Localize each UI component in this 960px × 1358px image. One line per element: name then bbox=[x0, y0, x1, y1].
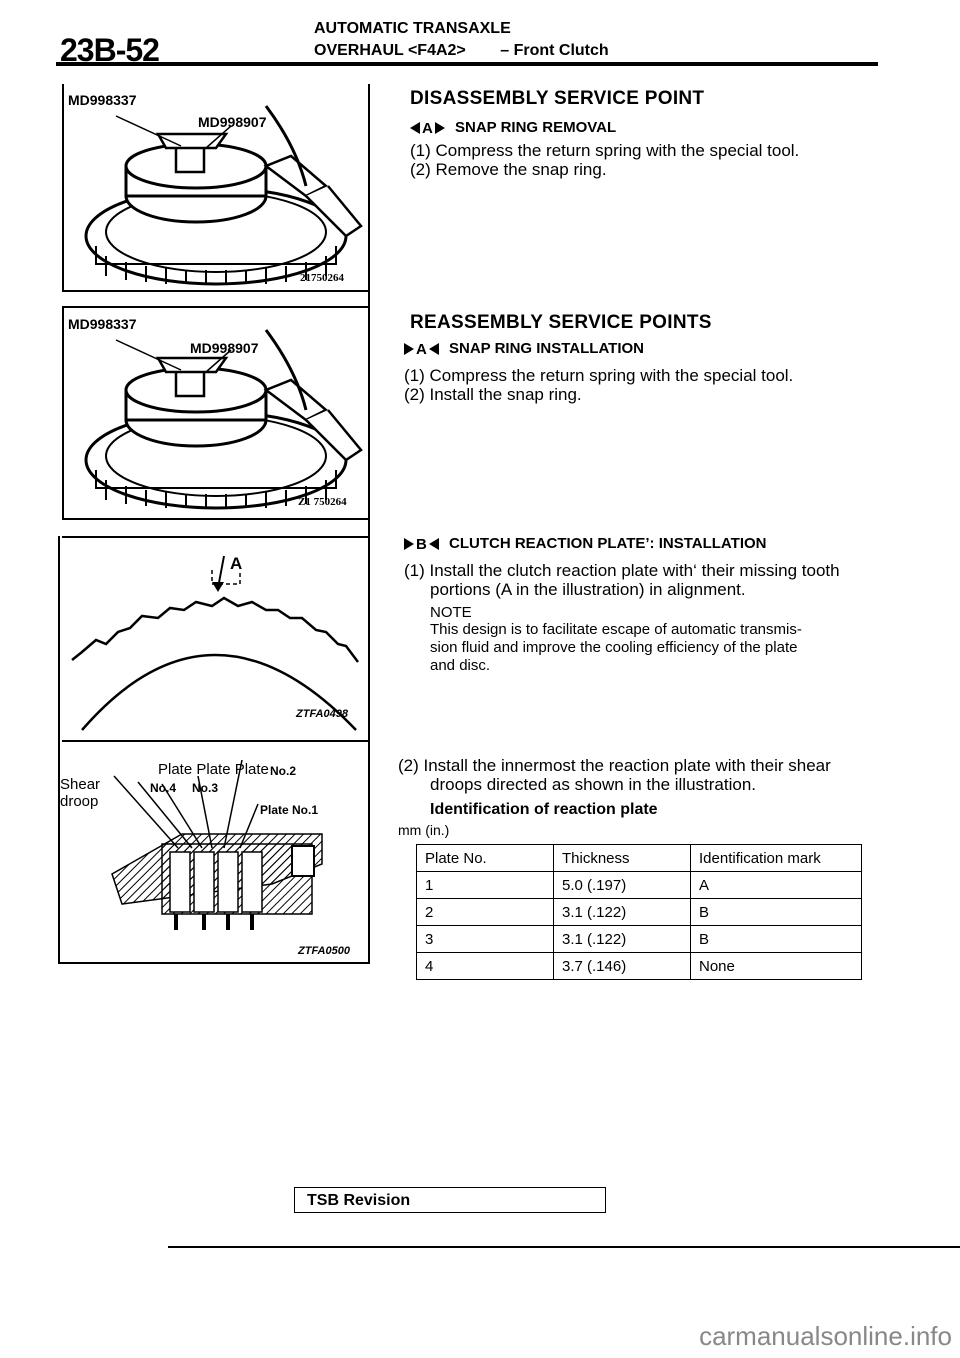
note-line: sion fluid and improve the cooling effic… bbox=[430, 639, 798, 656]
figure-code: 21750264 bbox=[300, 272, 344, 284]
droop-label: droop bbox=[60, 793, 99, 810]
plate-no3: No.3 bbox=[192, 781, 219, 795]
disassembly-heading: DISASSEMBLY SERVICE POINT bbox=[410, 88, 705, 109]
reassembly-a-subheading: A SNAP RING INSTALLATION bbox=[404, 340, 644, 358]
figure-border-left bbox=[58, 740, 60, 964]
step-text: (1) Install the clutch reaction plate wi… bbox=[404, 561, 840, 580]
note-line: This design is to facilitate escape of a… bbox=[430, 621, 802, 638]
identification-table: Plate No. Thickness Identification mark … bbox=[416, 844, 862, 980]
marker-left-triangle bbox=[428, 538, 439, 551]
note-line: and disc. bbox=[430, 657, 491, 674]
shear-label: Shear bbox=[60, 776, 101, 793]
reassembly-heading: REASSEMBLY SERVICE POINTS bbox=[410, 312, 712, 333]
watermark: carmanualsonline.info bbox=[699, 1321, 952, 1351]
table-row: 4 3.7 (.146) None bbox=[416, 952, 862, 980]
table-header: Identification mark bbox=[690, 844, 862, 872]
tool-label: MD998337 bbox=[68, 316, 137, 332]
figure-divider bbox=[62, 518, 368, 520]
table-header: Plate No. bbox=[416, 844, 554, 872]
step-text: (1) Compress the return spring with the … bbox=[410, 141, 800, 160]
table-cell: B bbox=[690, 925, 862, 953]
table-row: 2 3.1 (.122) B bbox=[416, 898, 862, 926]
footer-rule bbox=[168, 1246, 960, 1248]
clutch-tool-illustration bbox=[84, 329, 363, 510]
figure-border-left bbox=[58, 536, 60, 740]
clutch-tool-illustration bbox=[84, 105, 363, 286]
reaction-plate-illustration bbox=[71, 555, 359, 731]
table-cell: 3.7 (.146) bbox=[553, 952, 691, 980]
subheading-text: CLUTCH REACTION PLATE’: INSTALLATION bbox=[449, 535, 767, 552]
plate-no1: Plate No.1 bbox=[260, 803, 319, 817]
subheading-text: SNAP RING REMOVAL bbox=[455, 119, 617, 136]
figure-divider bbox=[62, 306, 368, 308]
header-title: AUTOMATIC TRANSAXLE bbox=[314, 20, 511, 37]
plate-section-illustration bbox=[111, 759, 323, 930]
step-text: (2) Remove the snap ring. bbox=[410, 160, 607, 179]
table-cell: 3.1 (.122) bbox=[553, 925, 691, 953]
table-row: 1 5.0 (.197) A bbox=[416, 871, 862, 899]
figure-divider bbox=[62, 536, 368, 538]
figure-divider bbox=[62, 290, 368, 292]
tool-label: MD998907 bbox=[190, 340, 259, 356]
figure-code: Z1 750264 bbox=[298, 496, 347, 508]
note-title: NOTE bbox=[430, 604, 472, 621]
step-text: portions (A in the illustration) in alig… bbox=[430, 580, 746, 599]
marker-right-triangle bbox=[434, 122, 445, 135]
table-header-row: Plate No. Thickness Identification mark bbox=[416, 844, 862, 872]
table-row: 3 3.1 (.122) B bbox=[416, 925, 862, 953]
marker-letter: B bbox=[416, 535, 427, 553]
tsb-revision-box: TSB Revision bbox=[294, 1187, 606, 1213]
table-cell: None bbox=[690, 952, 862, 980]
plate-no4: No.4 bbox=[150, 781, 177, 795]
table-header: Thickness bbox=[553, 844, 691, 872]
header-rule bbox=[56, 62, 878, 66]
header-model: <F4A2> bbox=[407, 42, 466, 59]
figure-snap-ring-installation bbox=[66, 310, 366, 516]
subheading-text: SNAP RING INSTALLATION bbox=[449, 340, 645, 357]
marker-letter: A bbox=[416, 340, 427, 358]
figure-snap-ring-removal bbox=[66, 86, 366, 290]
marker-left-triangle bbox=[428, 343, 439, 356]
table-cell: 3 bbox=[416, 925, 554, 953]
disassembly-subheading: A SNAP RING REMOVAL bbox=[410, 119, 616, 137]
table-cell: A bbox=[690, 871, 862, 899]
step-text: (2) Install the snap ring. bbox=[404, 385, 582, 404]
header-section: – Front Clutch bbox=[500, 42, 609, 59]
table-title: Identification of reaction plate bbox=[430, 801, 658, 818]
figure-code: ZTFA0498 bbox=[296, 708, 348, 720]
figure-plate-section bbox=[62, 744, 366, 960]
figure-reaction-plate bbox=[62, 540, 366, 736]
figure-divider bbox=[58, 962, 368, 964]
marker-left-triangle bbox=[410, 122, 420, 135]
reassembly-b-subheading: B CLUTCH REACTION PLATE’: INSTALLATION bbox=[404, 535, 766, 553]
header-subtitle: OVERHAUL <F4A2> – Front Clutch bbox=[314, 42, 609, 60]
table-cell: 3.1 (.122) bbox=[553, 898, 691, 926]
figure-code: ZTFA0500 bbox=[298, 945, 350, 957]
figure-border-left bbox=[62, 306, 64, 518]
table-cell: 1 bbox=[416, 871, 554, 899]
table-cell: B bbox=[690, 898, 862, 926]
step-text: (2) Install the innermost the reaction p… bbox=[398, 756, 831, 775]
tool-label: MD998907 bbox=[198, 114, 267, 130]
marker-right-triangle bbox=[404, 538, 414, 551]
marker-right-triangle bbox=[404, 343, 414, 356]
tool-label: MD998337 bbox=[68, 92, 137, 108]
column-divider bbox=[368, 84, 370, 964]
callout-a: A bbox=[230, 554, 243, 573]
figure-divider bbox=[62, 740, 368, 742]
step-text: droops directed as shown in the illustra… bbox=[430, 775, 757, 794]
plate-labels: Plate Plate Plate bbox=[158, 761, 269, 778]
unit-label: mm (in.) bbox=[398, 822, 450, 838]
plate-no2: No.2 bbox=[270, 764, 297, 778]
table-cell: 4 bbox=[416, 952, 554, 980]
table-cell: 5.0 (.197) bbox=[553, 871, 691, 899]
marker-letter: A bbox=[422, 119, 433, 137]
step-text: (1) Compress the return spring with the … bbox=[404, 366, 794, 385]
header-overhaul: OVERHAUL bbox=[314, 42, 404, 59]
figure-border-left bbox=[62, 84, 64, 292]
table-cell: 2 bbox=[416, 898, 554, 926]
